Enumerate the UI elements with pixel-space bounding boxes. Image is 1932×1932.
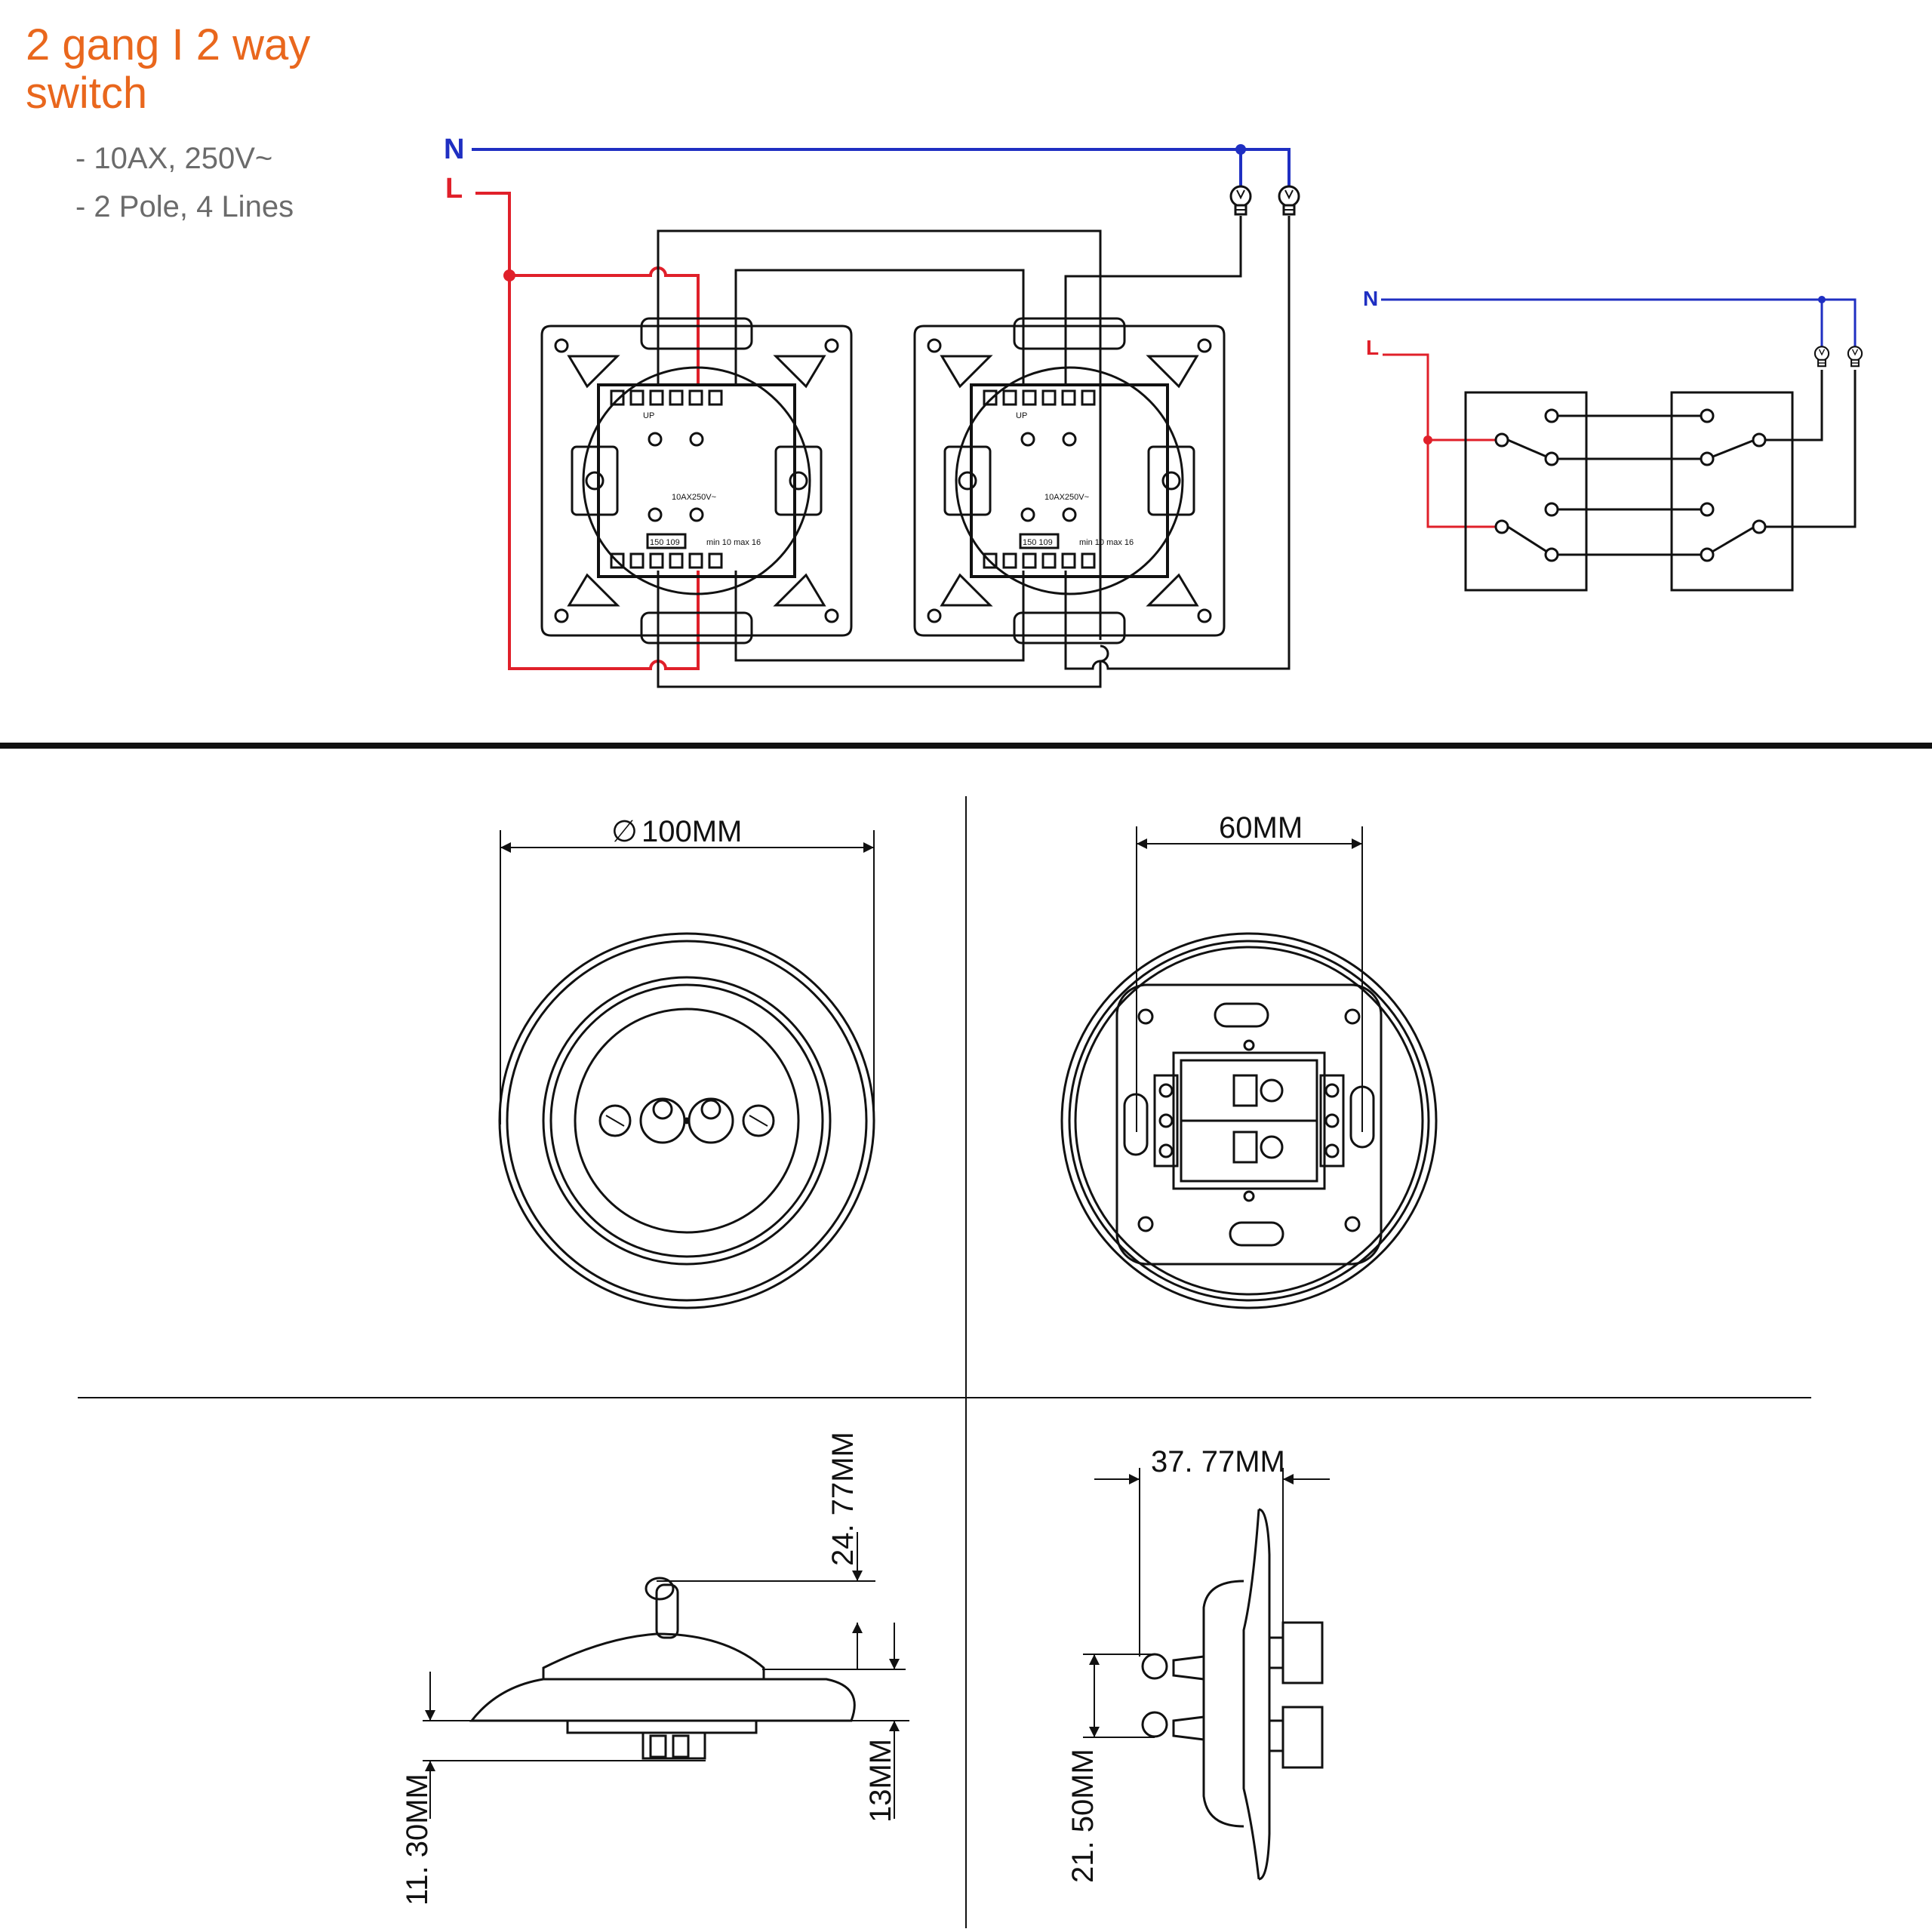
module-1-mm: min 10 max 16 xyxy=(706,538,761,547)
module-1-rating: 10AX250V~ xyxy=(672,493,716,502)
schematic-neutral-label: N xyxy=(1363,287,1378,310)
module-1-code: 150 109 xyxy=(650,538,680,547)
plate-depth-label: 13MM xyxy=(864,1739,897,1823)
section-divider xyxy=(0,743,1932,749)
module-2-mm: min 10 max 16 xyxy=(1079,538,1134,547)
traveller-wires xyxy=(657,216,1291,688)
schematic-live-label: L xyxy=(1366,336,1379,359)
neutral-wire xyxy=(472,148,1291,187)
lamp-icon xyxy=(1278,185,1300,216)
wiring-schematic: N L xyxy=(1363,287,1863,592)
base-depth-label: 11. 30MM xyxy=(401,1774,434,1906)
back-view xyxy=(1060,826,1438,1309)
module-2-up: UP xyxy=(1016,411,1027,420)
module-2-code: 150 109 xyxy=(1023,538,1053,547)
live-label: L xyxy=(445,173,463,205)
lamp-icon xyxy=(1229,185,1252,216)
neutral-label: N xyxy=(444,134,464,165)
side-view-right xyxy=(1083,1468,1330,1881)
front-view xyxy=(498,830,875,1309)
module-1-up: UP xyxy=(643,411,654,420)
toggle-height-label: 24. 77MM xyxy=(826,1432,860,1566)
toggle-spacing-label: 21. 50MM xyxy=(1066,1749,1100,1883)
switch-module-1: 150 109 10AX250V~ UP min 10 max 16 xyxy=(540,317,853,645)
live-wire xyxy=(475,192,700,670)
module-2-rating: 10AX250V~ xyxy=(1044,493,1089,502)
spec-poles: - 2 Pole, 4 Lines xyxy=(75,190,294,223)
wiring-diagram-main: N L xyxy=(444,134,1300,688)
neutral-junction xyxy=(1235,144,1246,155)
switch-module-2: 150 109 10AX250V~ UP min 10 max 16 xyxy=(913,317,1226,645)
back-width-label: 60MM xyxy=(1219,811,1303,844)
diameter-symbol: ∅ xyxy=(611,815,638,848)
spec-rating: - 10AX, 250V~ xyxy=(75,142,273,175)
front-diameter-label: 100MM xyxy=(641,815,742,848)
live-junction xyxy=(503,269,515,281)
title-line-2: switch xyxy=(26,69,148,118)
side-view-left xyxy=(423,1532,909,1819)
side-depth-label: 37. 77MM xyxy=(1151,1445,1285,1478)
title-line-1: 2 gang I 2 way xyxy=(26,20,311,69)
